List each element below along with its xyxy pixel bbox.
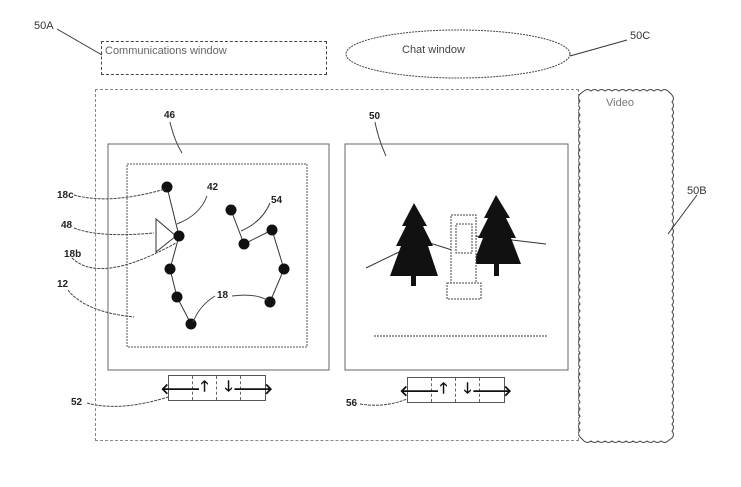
communications-window-title: Communications window — [105, 45, 227, 57]
leader-52 — [86, 396, 169, 407]
main-frame — [95, 89, 579, 441]
ref-42: 42 — [207, 182, 219, 193]
ref-50b: 50B — [687, 185, 707, 197]
waypoint-18b[interactable] — [173, 230, 185, 242]
tree-icon — [390, 203, 438, 286]
camera-nav-down-button[interactable]: 🡓 — [456, 378, 480, 402]
camera-nav-controls: 🡐 🡑 🡓 🡒 — [399, 377, 512, 403]
camera-nav-right-button[interactable]: 🡒 — [472, 378, 512, 402]
ref-52: 52 — [71, 397, 83, 408]
leader-54 — [240, 202, 271, 232]
leader-12 — [67, 289, 135, 318]
map-area[interactable] — [126, 163, 308, 348]
ref-46: 46 — [164, 110, 176, 121]
leader-18b-line — [231, 294, 268, 301]
ref-50a: 50A — [34, 20, 54, 32]
map-nav-right-button[interactable]: 🡒 — [233, 376, 273, 400]
ref-50: 50 — [369, 111, 381, 122]
chat-window-title: Chat window — [402, 44, 465, 56]
arrow-down-icon: 🡓 — [224, 377, 233, 395]
arrow-up-icon: 🡑 — [200, 377, 209, 395]
leader-18c — [73, 188, 166, 200]
map-nav-up-button[interactable]: 🡑 — [193, 376, 217, 400]
leader-56 — [359, 398, 408, 406]
ref-18c: 18c — [57, 190, 74, 201]
tree-icon — [473, 195, 521, 276]
arrow-right-icon: 🡒 — [471, 382, 513, 400]
waypoint[interactable] — [225, 204, 237, 216]
waypoint[interactable] — [266, 224, 278, 236]
leader-48 — [73, 227, 155, 236]
map-nav-down-button[interactable]: 🡓 — [217, 376, 241, 400]
ref-18b: 18b — [64, 249, 82, 260]
waypoint[interactable] — [278, 263, 290, 275]
leader-50b — [667, 194, 698, 235]
camera-view-panel[interactable] — [344, 143, 569, 371]
communications-window[interactable]: Communications window — [101, 41, 327, 75]
leader-50c — [569, 39, 628, 57]
ref-50c: 50C — [630, 30, 651, 42]
arrow-up-icon: 🡑 — [439, 379, 448, 397]
video-window[interactable] — [578, 89, 674, 443]
ref-48: 48 — [61, 220, 73, 231]
arrow-right-icon: 🡒 — [232, 380, 274, 398]
ref-18: 18 — [217, 290, 229, 301]
ref-12: 12 — [57, 279, 69, 290]
map-nav-controls: 🡐 🡑 🡓 🡒 — [160, 375, 273, 401]
ref-54: 54 — [271, 195, 283, 206]
arrow-left-icon: 🡐 — [160, 380, 201, 398]
map-panel — [107, 143, 330, 371]
arrow-down-icon: 🡓 — [463, 379, 472, 397]
video-window-title: Video — [606, 97, 634, 109]
position-marker[interactable] — [155, 217, 177, 254]
camera-scene — [365, 195, 547, 337]
waypoint[interactable] — [238, 238, 250, 250]
leader-18b — [71, 242, 177, 270]
kiosk-icon — [446, 214, 482, 300]
leader-50 — [374, 121, 387, 157]
waypoint-18c[interactable] — [161, 181, 173, 193]
arrow-left-icon: 🡐 — [399, 382, 440, 400]
waypoint[interactable] — [264, 296, 276, 308]
waypoint[interactable] — [171, 291, 183, 303]
map-nav-left-button[interactable]: 🡐 — [160, 376, 201, 400]
leader-18a — [192, 295, 216, 323]
leader-46 — [169, 121, 183, 154]
chat-window[interactable] — [345, 29, 571, 79]
ref-56: 56 — [346, 398, 358, 409]
leader-42 — [176, 195, 208, 225]
camera-nav-up-button[interactable]: 🡑 — [432, 378, 456, 402]
waypoint[interactable] — [164, 263, 176, 275]
camera-nav-left-button[interactable]: 🡐 — [399, 378, 440, 402]
leader-50a — [56, 28, 103, 56]
